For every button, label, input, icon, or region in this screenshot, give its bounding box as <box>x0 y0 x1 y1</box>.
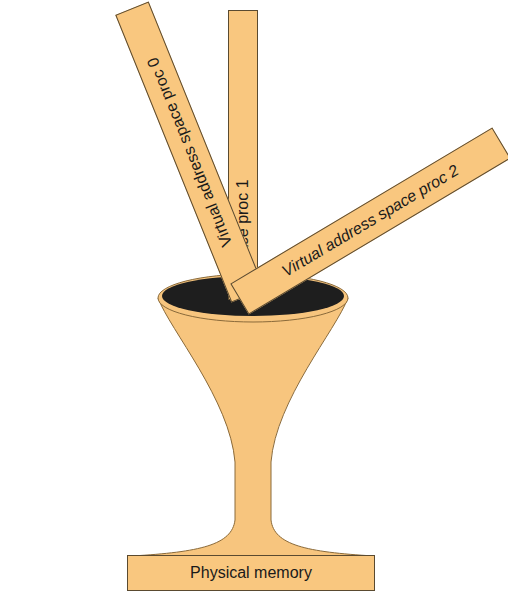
node-label: Virtual address space proc 0 <box>144 55 237 249</box>
address-space-bar: Virtual address space proc 2 <box>230 127 508 314</box>
node-label: Virtual address space proc 2 <box>278 161 461 280</box>
funnel-body <box>132 298 374 556</box>
memory-box: Physical memory <box>127 555 375 591</box>
node-label: Physical memory <box>190 564 312 582</box>
